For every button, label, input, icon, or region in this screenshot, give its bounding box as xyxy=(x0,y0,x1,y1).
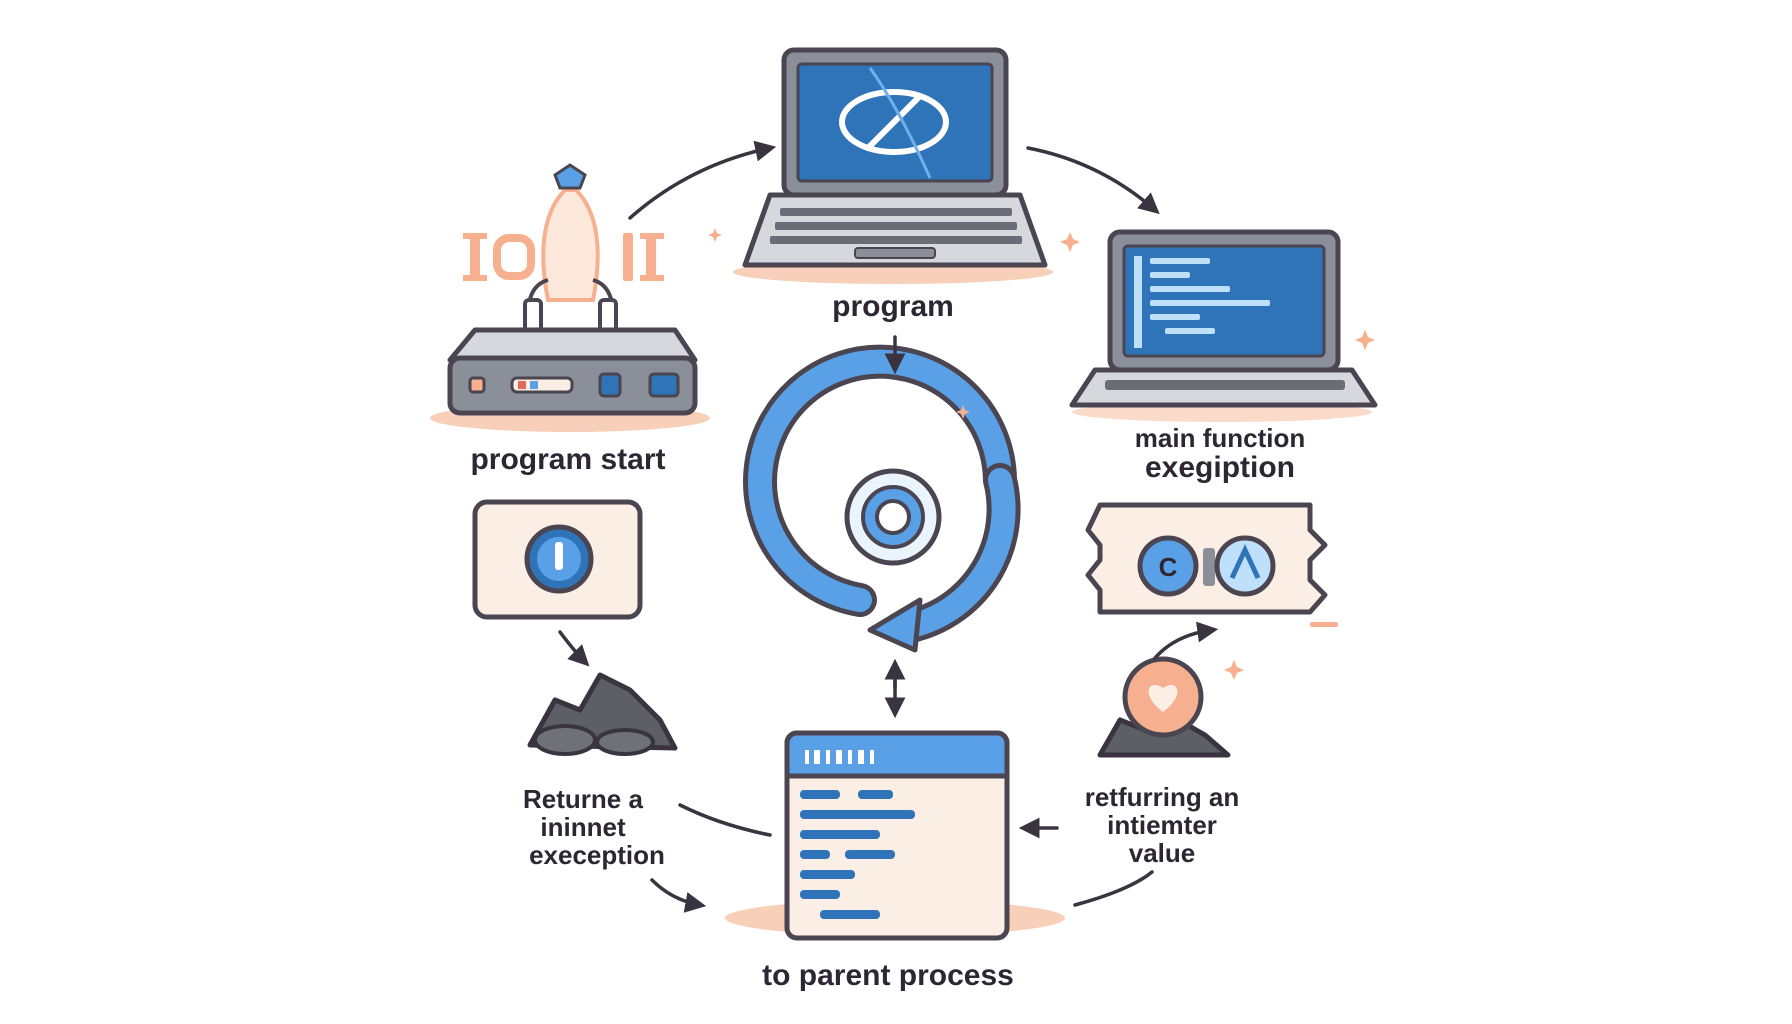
program-start-label: program start xyxy=(470,443,665,476)
returning-integer-label-line2: intiemter xyxy=(1107,810,1217,840)
arrow-exception-to-window xyxy=(650,878,707,913)
program-node: program xyxy=(733,47,1053,323)
info-card-icon xyxy=(472,499,643,620)
rocket-on-server-icon xyxy=(447,163,698,416)
arrow-exception-to-window-top xyxy=(678,803,772,837)
main-function-label-line2: exegiption xyxy=(1145,451,1295,484)
arrow-window-to-integer xyxy=(1073,870,1154,907)
arrow-orb-to-ticket xyxy=(1153,621,1219,660)
ticket-card-icon: C xyxy=(1085,502,1338,627)
rock-pile-icon xyxy=(527,672,678,756)
returning-integer-label-line3: value xyxy=(1129,838,1196,868)
svg-text:C: C xyxy=(1159,552,1178,582)
returns-exception-label-line3: exeception xyxy=(529,840,665,870)
laptop-with-symbol-icon xyxy=(742,47,1048,268)
returns-exception-node: Returne a ininnet exeception xyxy=(472,499,678,870)
returning-integer-label-line1: retfurring an xyxy=(1085,782,1240,812)
returns-exception-label-line1: Returne a xyxy=(523,784,643,814)
parent-process-node: to parent process xyxy=(725,730,1065,992)
circular-loop-icon xyxy=(743,344,1021,653)
main-function-node: main function exegiption xyxy=(1069,229,1378,484)
connector-arrows xyxy=(558,140,1219,913)
program-start-node: program start xyxy=(430,163,710,476)
heart-orb-icon xyxy=(1097,656,1231,758)
main-function-label-line1: main function xyxy=(1135,423,1305,453)
parent-process-label: to parent process xyxy=(762,959,1014,992)
laptop-with-code-icon xyxy=(1069,229,1378,408)
arrow-program-to-main xyxy=(1026,146,1160,215)
arrow-start-to-program xyxy=(628,140,777,220)
sparkle-decorations xyxy=(708,228,1375,680)
code-window-icon xyxy=(784,730,1010,941)
program-label: program xyxy=(832,290,954,323)
returning-integer-node: C retfurring an intiemter value xyxy=(1085,502,1338,868)
returns-exception-label-line2: ininnet xyxy=(540,812,626,842)
arrow-card-to-rocks xyxy=(558,630,590,667)
